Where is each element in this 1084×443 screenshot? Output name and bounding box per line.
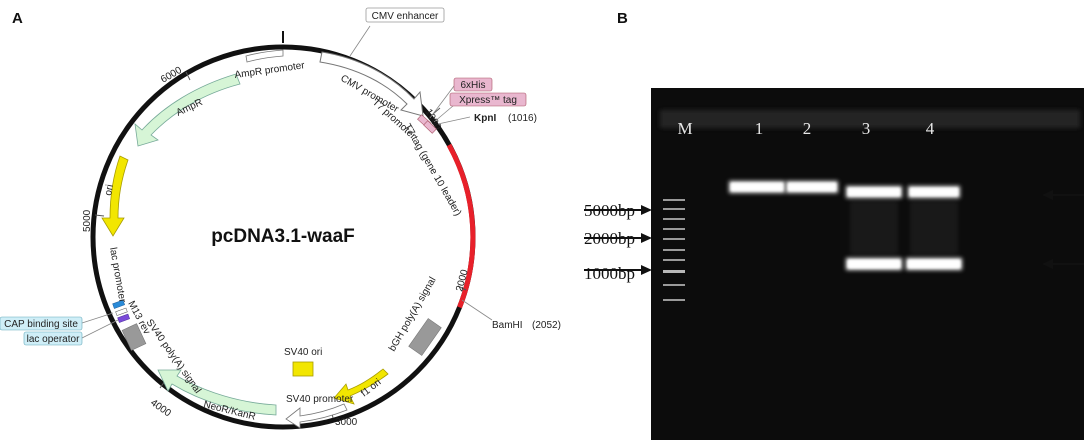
lane-label-m: M [677,119,692,138]
sv40-ori-feature [292,361,314,377]
label-xpress-tag: Xpress™ tag [459,95,517,106]
insert-arc [446,143,476,309]
label-sv40-promoter: SV40 promoter [286,394,354,405]
plasmid-map: 1000 2000 3000 4000 5000 6000 pcDNA3.1-w… [0,7,561,430]
plasmid-name: pcDNA3.1-waaF [211,226,355,247]
tick-5000: 5000 [82,209,93,232]
label-bamhi: BamHI [492,320,523,331]
label-6xhis: 6xHis [460,80,485,91]
marker-ladder [663,199,685,301]
tick-4000: 4000 [148,397,173,419]
panel-label-b: B [617,10,628,27]
lane-label-2: 2 [803,119,812,138]
label-lac-promoter: lac promoter [107,247,128,304]
label-kpni: KpnI [474,113,496,124]
marker-label-1000: 1000bp [584,264,635,283]
label-sv40-ori: SV40 ori [284,347,322,358]
lane-label-3: 3 [862,119,871,138]
lane-label-1: 1 [755,119,764,138]
sample-bands [729,181,962,270]
label-ori: ori [103,184,116,197]
label-cmv-enhancer: CMV enhancer [372,11,439,22]
sv40-promoter-arrow [285,403,348,429]
ampr-promoter-feature [245,49,284,63]
label-ampr-promoter: AmpR promoter [234,60,306,81]
label-bamhi-position: (2052) [532,320,561,331]
f1-ori-arrow [333,368,389,405]
label-lac-operator: lac operator [27,334,80,345]
ori-arrow [101,155,129,237]
lane-label-4: 4 [926,119,935,138]
sv40-polya-feature [121,323,147,351]
bgh-polya-feature [408,318,442,356]
gel-panel: M 1 2 3 4 [584,88,1084,440]
label-kpni-position: (1016) [508,113,537,124]
label-cap-binding-site: CAP binding site [4,319,78,330]
tick-3000: 3000 [335,417,358,428]
neor-kanr-arrow [157,369,277,416]
ampr-arrow [134,73,241,147]
label-f1-ori: f1 ori [359,377,383,399]
panel-label-a: A [12,10,23,27]
label-t7-tag: T7 tag (gene 10 leader) [401,122,463,218]
